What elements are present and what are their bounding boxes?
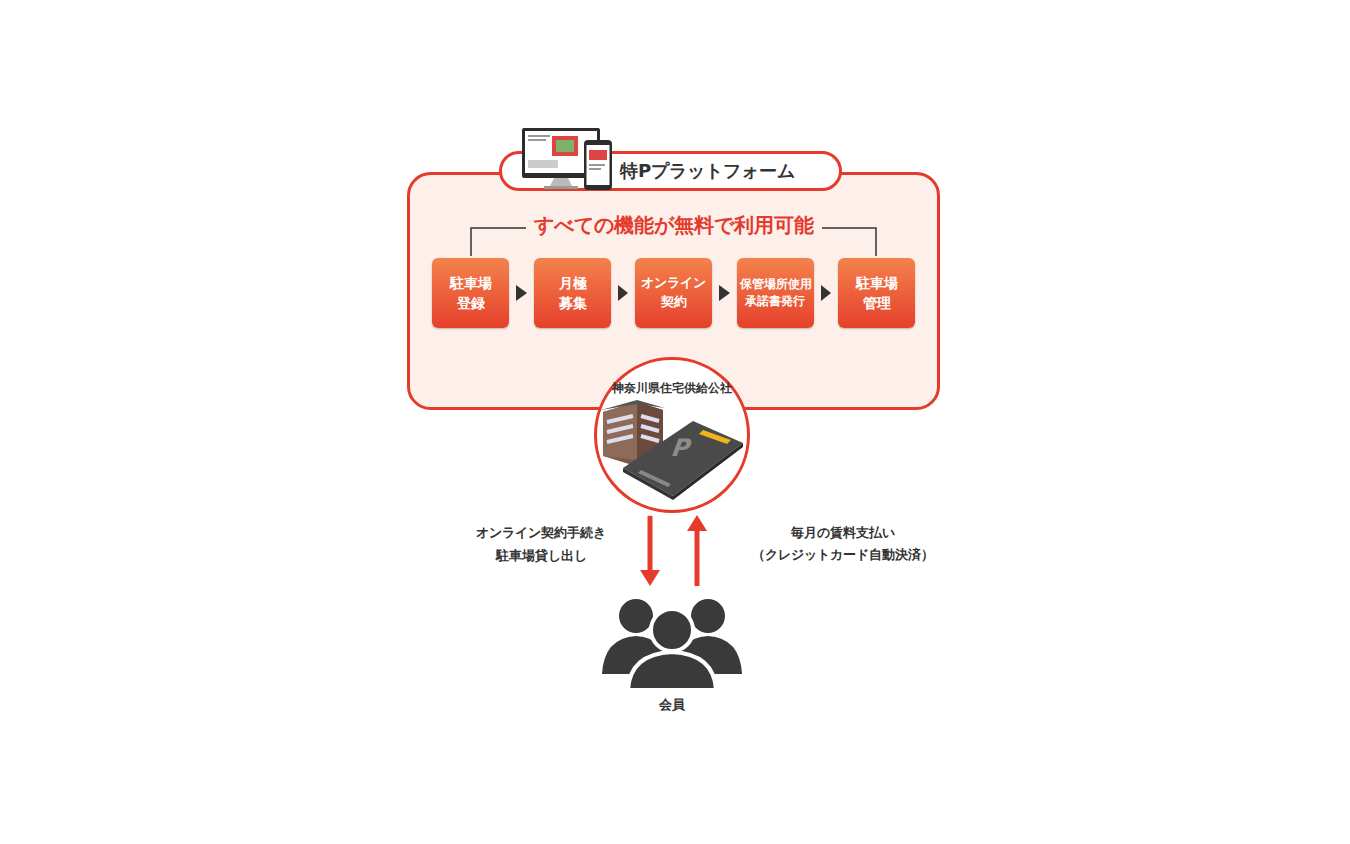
- connector-line: [648, 516, 653, 570]
- step-arrowhead: [618, 285, 628, 301]
- flow-arrow: [640, 516, 660, 586]
- step-arrowhead: [516, 285, 527, 301]
- process-box: オンライン 契約: [635, 258, 712, 328]
- edge-label: 毎月の賃料支払い （クレジットカード自動決済）: [728, 522, 958, 568]
- organization-name: 神奈川県住宅供給公社: [597, 380, 747, 397]
- connector-line: [695, 531, 700, 586]
- banner-text: すべての機能が無料で利用可能: [407, 212, 940, 239]
- step-text: オンライン 契約: [640, 274, 708, 312]
- arrowhead: [640, 570, 660, 586]
- step-text: 保管場所使用 承諾書発行: [740, 276, 811, 309]
- member-group: 会員: [592, 596, 752, 718]
- banner-patch: すべての機能が無料で利用可能: [526, 213, 822, 237]
- edge-label: オンライン契約手続き 駐車場貸し出し: [466, 522, 616, 568]
- process-box: 保管場所使用 承諾書発行: [737, 258, 814, 328]
- flow-arrow: [687, 515, 707, 586]
- step-text: 月極 募集: [556, 273, 588, 314]
- process-box: 月極 募集: [534, 258, 611, 328]
- member-label: 会員: [592, 696, 752, 714]
- step-text: 駐車場 登録: [447, 273, 493, 314]
- device-icon: [518, 126, 618, 192]
- organization-circle: 神奈川県住宅供給公社P: [594, 357, 750, 513]
- process-box: 駐車場 管理: [838, 258, 915, 328]
- process-box: 駐車場 登録: [432, 258, 509, 328]
- people-icon: [592, 596, 752, 692]
- flow-arrow: [516, 285, 527, 301]
- flow-arrow: [719, 285, 730, 301]
- arrowhead: [687, 515, 707, 531]
- step-arrowhead: [821, 285, 831, 301]
- step-text: 駐車場 管理: [853, 273, 899, 314]
- flow-arrow: [618, 285, 628, 301]
- flow-arrow: [821, 285, 831, 301]
- step-arrowhead: [719, 285, 730, 301]
